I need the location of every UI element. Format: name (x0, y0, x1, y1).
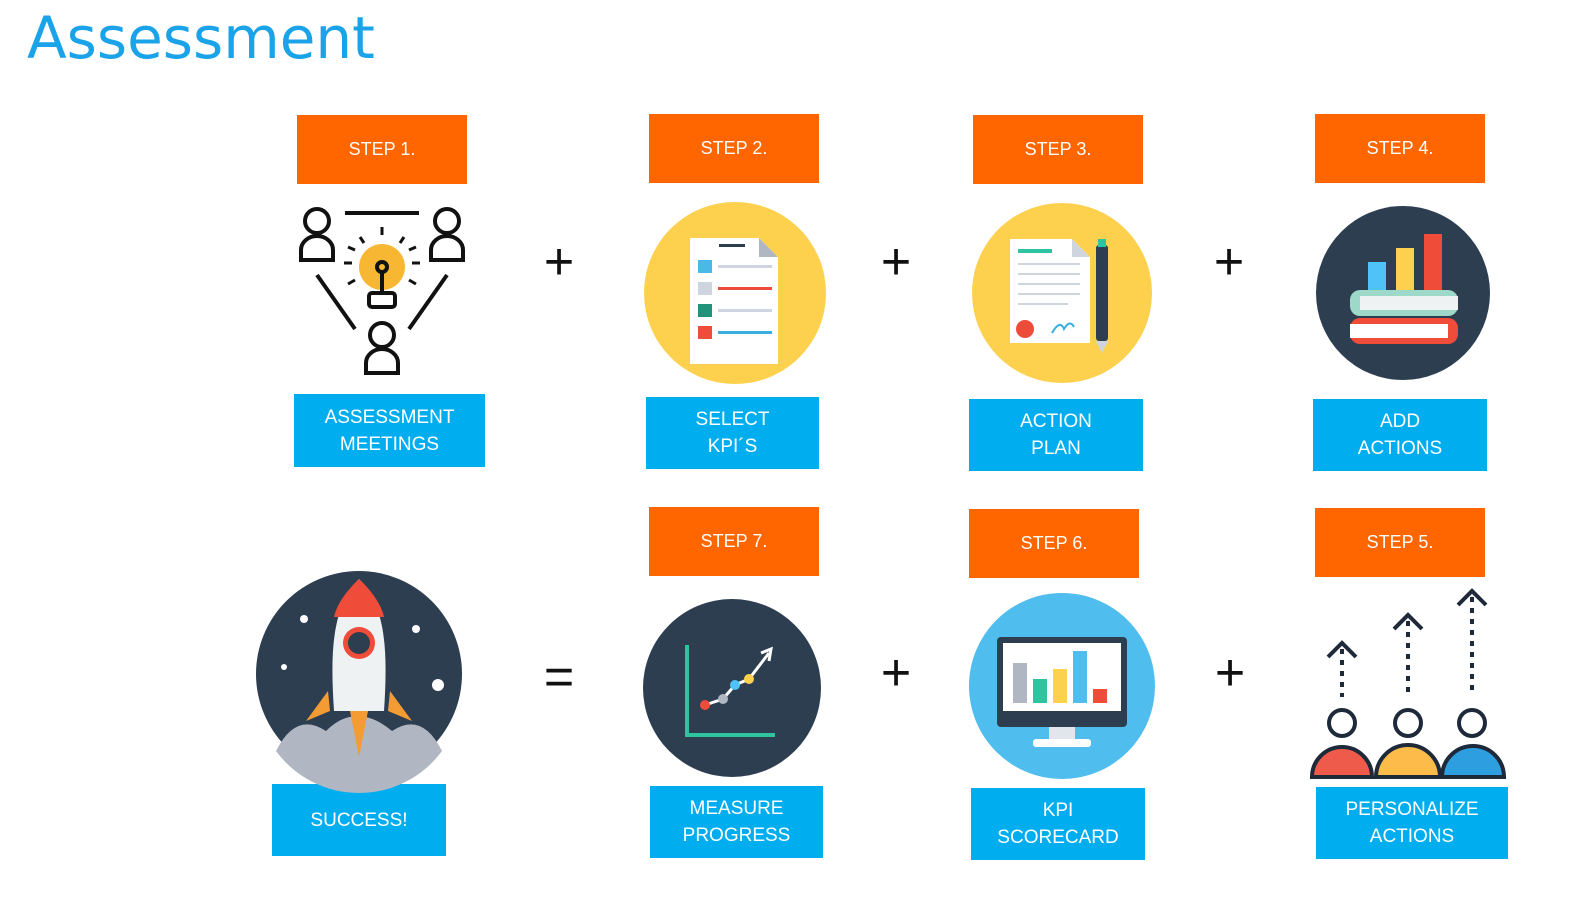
caption-line: ASSESSMENT (324, 406, 455, 428)
caption-success: SUCCESS! (272, 784, 446, 856)
caption-line: ACTION (1020, 411, 1092, 432)
caption-line: KPI (1042, 800, 1074, 821)
caption-select-kpis: SELECT KPI´S (646, 397, 819, 469)
caption-line: ACTIONS (1369, 826, 1455, 847)
caption-measure-progress: MEASURE PROGRESS (650, 786, 823, 858)
plus-sign: + (880, 233, 912, 291)
caption-action-plan: ACTION PLAN (969, 399, 1143, 471)
caption-line: PLAN (1031, 438, 1081, 459)
step-2-label: STEP 2. (649, 114, 819, 183)
growth-chart-icon (643, 599, 821, 777)
caption-assessment-meetings: ASSESSMENT MEETINGS (294, 394, 485, 467)
plus-sign: + (880, 644, 912, 702)
step-6-label: STEP 6. (969, 509, 1139, 578)
caption-line: PROGRESS (682, 825, 791, 846)
caption-line: SCORECARD (997, 827, 1119, 848)
step-7-label: STEP 7. (649, 507, 819, 576)
step-3-label: STEP 3. (973, 115, 1143, 184)
caption-line: SELECT (695, 409, 770, 430)
caption-line: KPI´S (707, 436, 758, 457)
meeting-lightbulb-icon (299, 207, 465, 375)
page-title: Assessment (27, 4, 375, 72)
caption-line: PERSONALIZE (1345, 799, 1479, 820)
books-chart-icon (1316, 206, 1490, 380)
contract-pen-icon (972, 203, 1152, 383)
monitor-chart-icon (969, 593, 1155, 779)
plus-sign: + (1213, 233, 1245, 291)
equals-sign: = (543, 648, 575, 706)
people-arrows-icon (1309, 588, 1507, 779)
caption-add-actions: ADD ACTIONS (1313, 399, 1487, 471)
step-1-label: STEP 1. (297, 115, 467, 184)
plus-sign: + (543, 233, 575, 291)
caption-line: ADD (1379, 411, 1421, 432)
caption-personalize-actions: PERSONALIZE ACTIONS (1316, 787, 1508, 859)
caption-line: ACTIONS (1357, 438, 1443, 459)
caption-kpi-scorecard: KPI SCORECARD (971, 788, 1145, 860)
document-list-icon (644, 202, 826, 384)
step-4-label: STEP 4. (1315, 114, 1485, 183)
caption-line: MEASURE (689, 798, 784, 819)
caption-line: SUCCESS! (310, 809, 408, 831)
plus-sign: + (1214, 644, 1246, 702)
rocket-icon (256, 571, 462, 794)
caption-line: MEETINGS (339, 433, 440, 455)
step-5-label: STEP 5. (1315, 508, 1485, 577)
